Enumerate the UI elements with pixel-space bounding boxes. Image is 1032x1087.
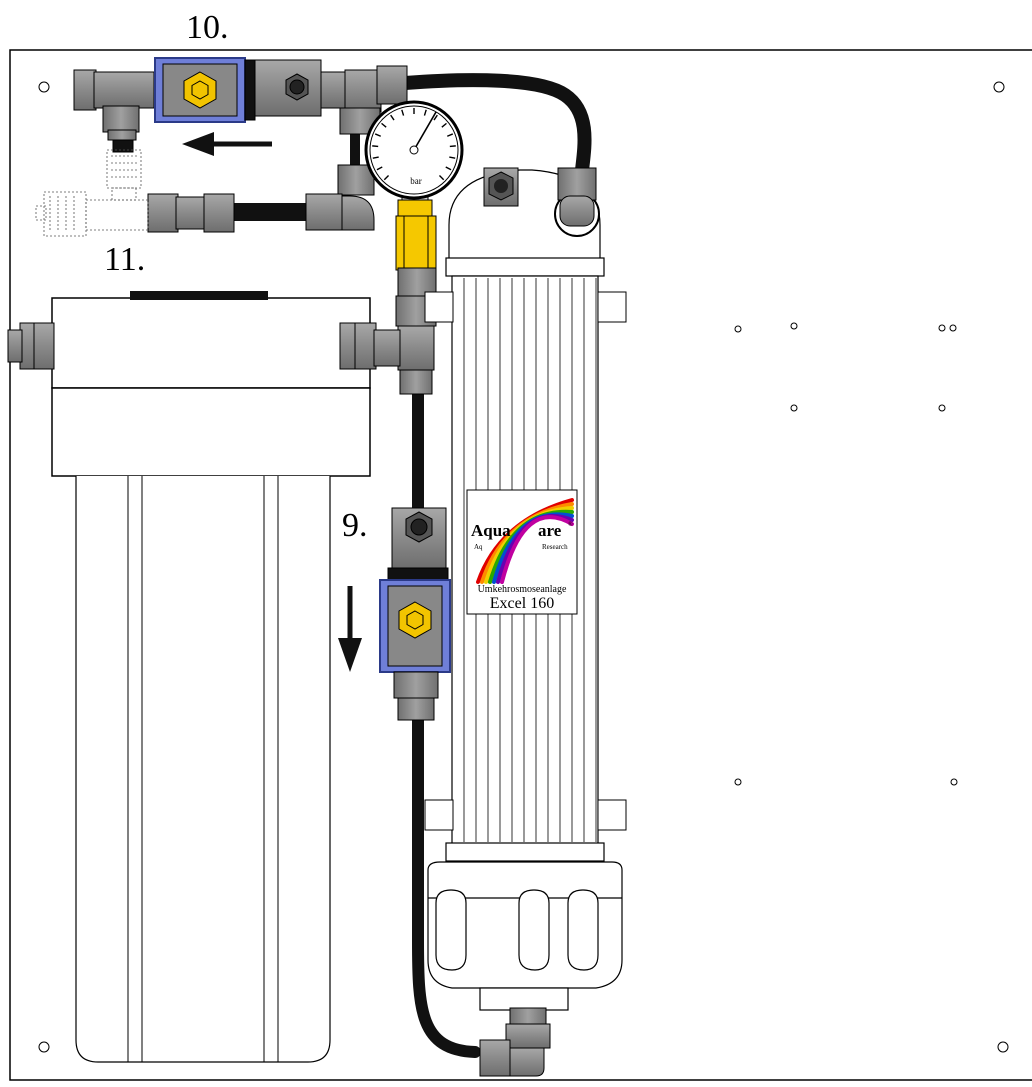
gauge-tick (401, 109, 405, 116)
prefilter-outlet-fitting (339, 322, 377, 370)
gauge-tick (449, 156, 456, 159)
gauge-tick (446, 133, 454, 137)
brand-name-right: are (538, 521, 562, 540)
gauge-tick (372, 145, 379, 148)
label-valve-10: 10. (186, 9, 229, 46)
gauge-tick (376, 166, 383, 171)
system-type-label: Umkehrosmoseanlage (478, 584, 567, 595)
tubing (223, 73, 592, 1058)
gauge-tick (383, 174, 390, 181)
brand-tagline-right: Research (542, 543, 568, 551)
gauge-tick (445, 166, 452, 171)
top-manifold (73, 57, 408, 233)
gauge-tick (381, 122, 387, 128)
flow-arrow-down (338, 586, 362, 672)
label-valve-11: 11. (104, 241, 145, 278)
gauge-tick (390, 114, 395, 121)
membrane-housing (424, 167, 627, 862)
valve-9 (379, 507, 451, 721)
pressure-gauge: bar (364, 100, 464, 211)
gauge-tick (441, 122, 447, 128)
gauge-unit-label: bar (410, 176, 422, 186)
prefilter-inlet-fitting (7, 322, 55, 370)
gauge-tick (423, 109, 427, 116)
brand-registered-mark: ® (568, 521, 573, 528)
gauge-tick (374, 133, 382, 137)
bottom-elbow-fitting (479, 1007, 551, 1077)
gauge-tick (449, 145, 456, 148)
logo-rainbow-stripe (500, 515, 574, 584)
mounting-holes (38, 81, 1009, 1053)
brand-name-left: Aqua (471, 521, 511, 540)
gauge-adapter (395, 199, 437, 297)
model-label: Excel 160 (490, 595, 554, 612)
brand-tagline-left: Aq (474, 543, 483, 551)
gauge-tick (372, 156, 379, 159)
membrane-end-cap (427, 861, 623, 1011)
label-valve-9: 9. (342, 507, 368, 544)
prefilter-housing (51, 291, 371, 1063)
membrane-label: Aqua are ® Aq Research Umkehrosmoseanlag… (466, 489, 578, 615)
gauge-tick (433, 114, 438, 121)
valve-11-ghost (35, 149, 149, 237)
gauge-tick (438, 174, 445, 181)
flow-arrow-left (182, 132, 272, 156)
